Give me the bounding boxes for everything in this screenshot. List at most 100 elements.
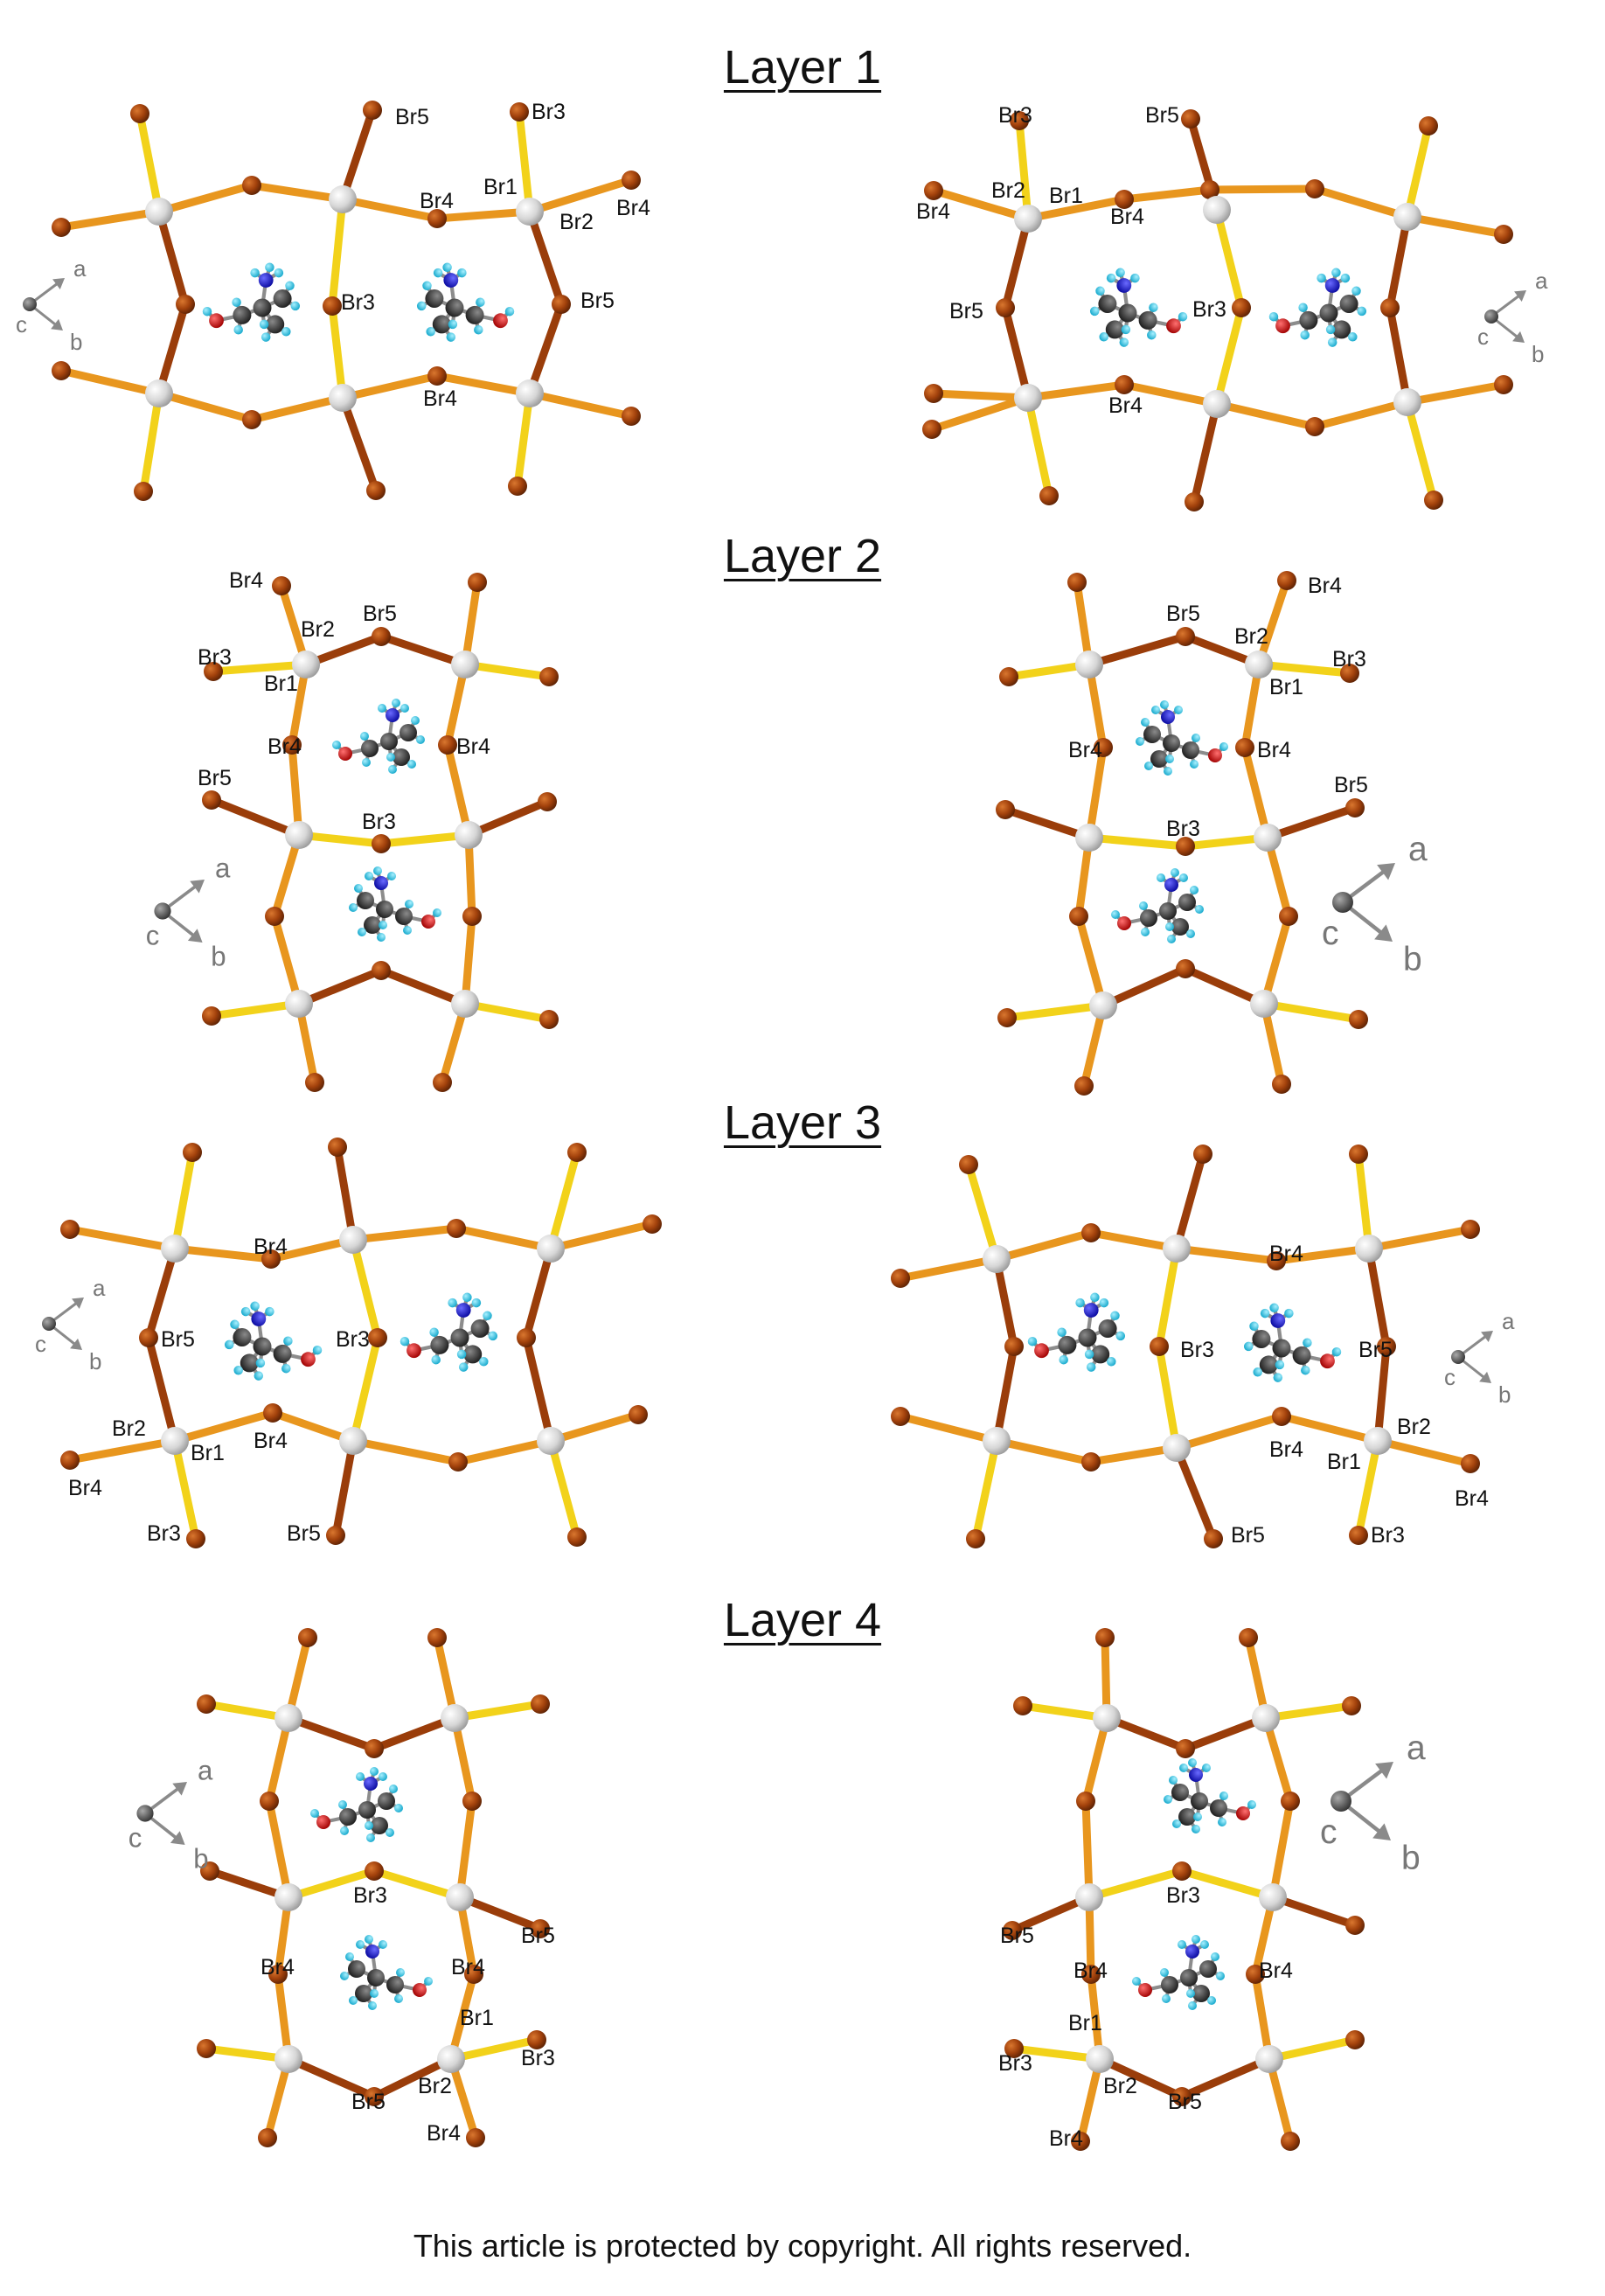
bromine-atom [1172,2087,1192,2106]
cation-atom [358,928,366,936]
atom-label-br2: Br2 [301,617,335,642]
atom-label-br1: Br1 [1327,1450,1361,1474]
bond [338,195,441,223]
axis-label-b: b [1532,341,1544,367]
bond [288,741,303,839]
bromine-atom [1013,1696,1032,1715]
cation-atom [1151,706,1160,714]
atom-label-br1: Br1 [460,2006,494,2030]
bond [1212,400,1319,431]
cation-atom [1292,1346,1311,1365]
cation-atom [1216,1972,1225,1980]
bromine-atom [130,104,149,123]
axis-indicator: abc [146,853,231,972]
cation-atom [1284,1308,1294,1318]
bromine-atom [366,481,386,500]
bond [515,108,534,216]
metal-atom [1393,388,1421,416]
atom-label-br4: Br4 [1110,205,1144,229]
organic-cation [349,866,441,942]
cation-atom [400,704,409,713]
axis-label-b: b [1498,1381,1511,1408]
cation-atom [1249,1321,1259,1332]
bromine-atom [326,1526,345,1545]
axis-arrowhead [1512,330,1525,343]
bond [1015,116,1032,223]
bond [155,207,190,309]
bromine-atom [427,366,447,386]
axis-arrowhead [70,1338,82,1350]
atom-label-br3: Br3 [341,290,375,315]
bond [1354,1437,1382,1540]
axis-arrowhead [1514,290,1526,302]
bond [267,1235,358,1263]
bond [525,207,566,309]
cation-atom [266,315,285,334]
atom-label-br3: Br3 [353,1883,387,1908]
atom-label-br2: Br2 [1234,624,1268,649]
axis-label-b: b [1403,941,1422,978]
metal-atom [274,1883,302,1911]
bond [57,207,163,232]
bond [461,999,553,1024]
bond [1172,1150,1207,1253]
bromine-atom [183,1143,202,1162]
bond [929,389,1032,402]
bromine-atom [1071,2132,1090,2151]
bond [992,1255,1018,1351]
bond [144,1333,179,1445]
organic-cation [1164,1758,1256,1833]
axis-arrowhead [1479,1371,1491,1383]
bromine-atom [202,790,221,810]
bond [525,389,636,421]
cation-atom [1186,1989,1195,1998]
bond [433,207,534,223]
bond [1085,833,1190,851]
metal-atom [451,651,479,678]
cation-atom [1083,1303,1099,1318]
cation-atom [1165,755,1174,763]
cation-atom [455,1303,471,1318]
bromine-atom [924,384,943,403]
bond [1181,1714,1270,1753]
bromine-atom [996,298,1015,317]
metal-atom [145,198,173,226]
metal-atom [339,1226,367,1254]
bond [928,393,1032,434]
bromine-atom [447,1219,466,1238]
cation-atom [285,281,295,291]
atom-label-br5: Br5 [351,2090,386,2114]
bromine-atom [448,1452,468,1472]
cation-atom [1162,1994,1171,2003]
bond [349,1235,382,1342]
metal-atom [1393,203,1421,231]
bromine-atom [1039,486,1059,505]
bromine-atom [999,667,1018,686]
cation-atom [458,1362,469,1372]
bromine-atom [1181,109,1200,129]
bromine-atom [1340,664,1359,683]
bromine-atom [539,667,559,686]
bromine-atom [265,907,284,926]
organic-cation [224,1301,323,1381]
atom-label-br5: Br5 [287,1521,321,1546]
atom-label-br5: Br5 [1166,602,1200,626]
cation-atom [1218,1818,1226,1826]
bromine-atom [959,1155,978,1174]
axis-indicator: abc [35,1275,106,1374]
cation-atom [316,1815,330,1829]
bromine-atom [1461,1454,1480,1473]
bromine-atom [1272,1407,1291,1426]
layer-4-title: Layer 4 [723,1594,882,1646]
cation-atom [395,908,413,925]
bond [328,195,347,310]
bond [513,389,534,491]
cation-atom [1149,303,1158,312]
axis-label-c: c [146,920,160,950]
bond [1010,2044,1104,2063]
cation-atom [1147,330,1157,340]
cation-atom [273,1344,292,1363]
atom-layer [52,101,1513,2151]
bond [1354,1150,1373,1253]
